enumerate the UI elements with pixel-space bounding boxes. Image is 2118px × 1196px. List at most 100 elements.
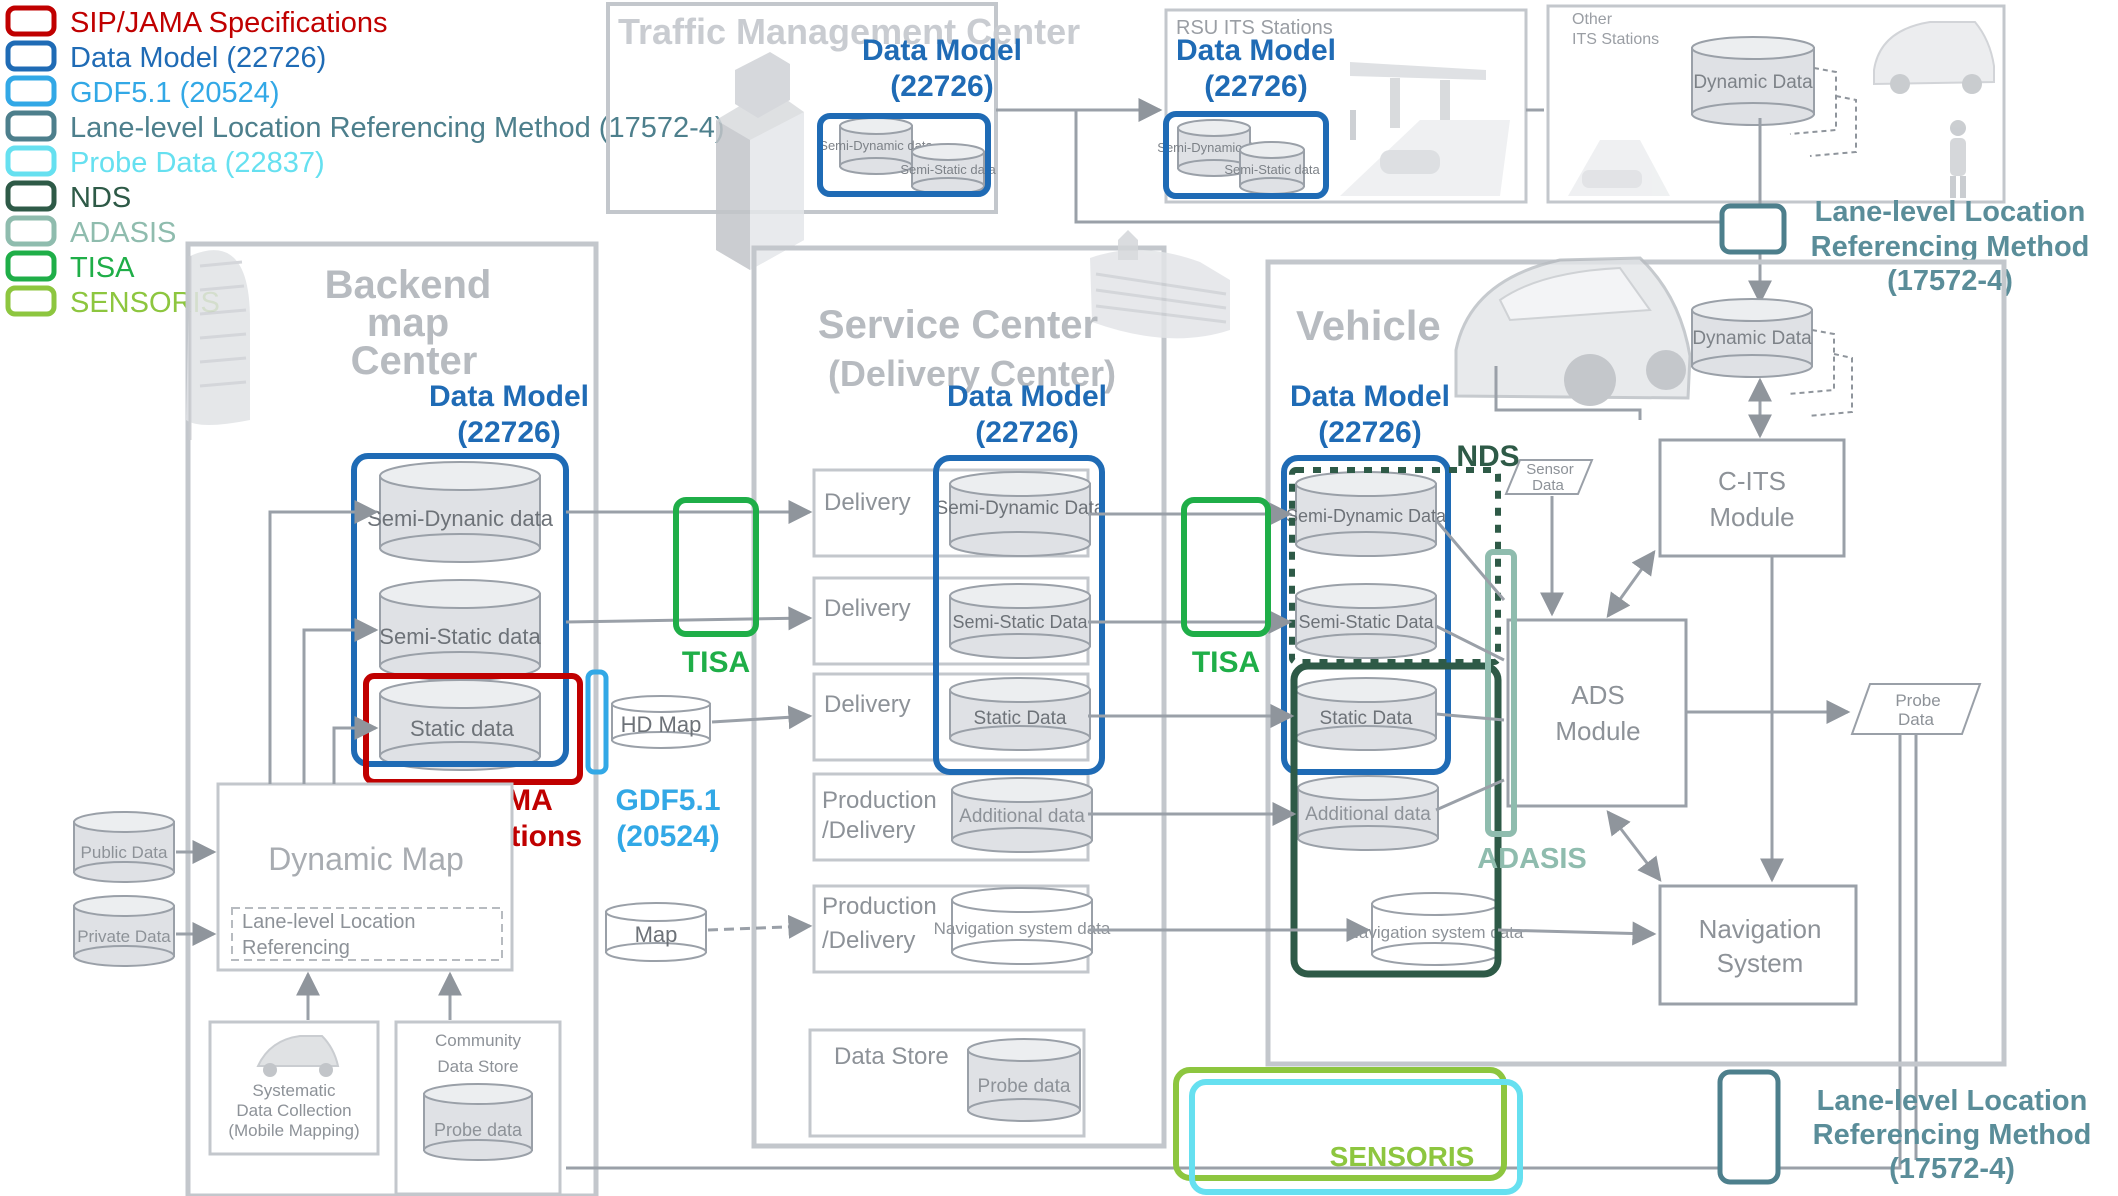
cylinder-navigation: Navigation system data — [1347, 892, 1524, 966]
data-model-number: (22726) — [975, 416, 1078, 449]
cylinder-hd-map: HD Map — [611, 695, 711, 749]
legend-item-sip-jama: SIP/JAMA Specifications — [5, 5, 388, 39]
row-label: /Delivery — [822, 927, 915, 954]
cylinder-label: Dynamic Data — [1692, 328, 1812, 349]
navigation-label: System — [1717, 948, 1804, 978]
ads-label: ADS — [1571, 680, 1624, 710]
cylinder-label: Probe data — [434, 1120, 523, 1140]
row-label: Production — [822, 787, 937, 814]
legend-label: Lane-level Location Referencing Method (… — [70, 112, 725, 144]
sensoris-label: SENSORIS — [1330, 1141, 1475, 1172]
dynamic-map-box — [216, 782, 514, 972]
rsu-title: RSU ITS Stations — [1176, 17, 1333, 39]
navigation-label: Navigation — [1699, 914, 1822, 944]
cylinder-dynamic-data-vehicle: Dynamic Data — [1691, 298, 1853, 417]
vehicle-area: Vehicle Data Model (22726) Semi-Dynamic … — [1265, 256, 2007, 1067]
toll-gate-icon — [1340, 62, 1510, 196]
cylinder-navigation: Navigation system data — [934, 887, 1111, 965]
vehicle-car-icon — [1454, 256, 1692, 406]
legend-label: GDF5.1 (20524) — [70, 77, 280, 109]
cylinder-label: Public Data — [81, 843, 168, 862]
cylinder-semi-dynamic-small: Semi-Dynamic data — [819, 117, 933, 175]
cylinder-label: Semi-Dynanic data — [367, 506, 554, 531]
community-label: Data Store — [437, 1057, 518, 1076]
data-model-title: Data Model — [1176, 34, 1336, 67]
cylinder-label: Semi-Dynamic data — [819, 138, 933, 153]
lane-ref-label: Lane-level Location — [242, 911, 415, 933]
row-label: Production — [822, 893, 937, 920]
data-model-number: (22726) — [457, 416, 560, 449]
cylinder-additional: Additional data — [1297, 775, 1439, 851]
service-center: Service Center (Delivery Center) Data Mo… — [751, 230, 1230, 1149]
cylinder-semi-static-small: Semi-Static data — [1224, 141, 1320, 195]
vehicle-title: Vehicle — [1296, 302, 1441, 349]
community-data-store-box — [394, 1020, 562, 1196]
row-label: /Delivery — [822, 817, 915, 844]
cylinder-static: Static Data — [1295, 677, 1437, 751]
c-its-label: Module — [1709, 502, 1794, 532]
cylinder-label: Static Data — [974, 708, 1067, 729]
tisa-highlight-right: TISA — [1181, 497, 1271, 679]
data-model-title: Data Model — [947, 380, 1107, 413]
adasis-label: ADASIS — [1477, 843, 1587, 875]
adasis-highlight-box — [1485, 549, 1517, 837]
row-label: Delivery — [824, 595, 911, 622]
systematic-label: Data Collection — [236, 1101, 351, 1120]
row-label: Delivery — [824, 691, 911, 718]
cylinder-semi-static-small: Semi-Static data — [900, 143, 996, 195]
mapping-car-icon — [256, 1035, 340, 1077]
cylinder-label: Semi-Dynamic Data — [936, 498, 1105, 519]
nds-dotted-highlight-box — [1289, 467, 1501, 665]
cylinder-label: Navigation system data — [934, 919, 1111, 938]
legend-label: SIP/JAMA Specifications — [70, 7, 388, 39]
cylinder-label: Semi-Static data — [1224, 162, 1320, 177]
cylinder-label: Semi-Static data — [900, 162, 996, 177]
nds-label: NDS — [1456, 440, 1519, 473]
lane-level-callout-top: Lane-level Location Referencing Method (… — [1719, 196, 2089, 297]
cylinder-label: Additional data — [959, 806, 1085, 827]
cylinder-label: Semi-Static Data — [1298, 612, 1434, 632]
legend-item-gdf: GDF5.1 (20524) — [5, 75, 280, 109]
data-model-title: Data Model — [862, 34, 1022, 67]
data-model-highlight-box — [351, 453, 569, 767]
cylinder-label: Static data — [410, 716, 515, 741]
probe-data-highlight-box — [1189, 1079, 1523, 1195]
lane-level-label-line: Lane-level Location — [1815, 196, 2086, 228]
cylinder-label: Semi-Static data — [379, 624, 541, 649]
legend-item-lane-level: Lane-level Location Referencing Method (… — [5, 110, 725, 144]
cylinder-label: Probe data — [978, 1076, 1071, 1097]
backend-title-line: Backend — [325, 263, 492, 307]
data-model-title: Data Model — [1290, 380, 1450, 413]
tisa-highlight-left: TISA — [673, 497, 759, 679]
service-title-line: Service Center — [818, 303, 1098, 347]
rsu-its-stations: RSU ITS Stations Data Model (22726) Semi… — [1157, 8, 1528, 204]
data-model-title: Data Model — [429, 380, 589, 413]
backend-map-center: Backend map Center Data Model (22726) Se… — [73, 241, 721, 1196]
traffic-management-center: Traffic Management Center Data Model (22… — [606, 2, 1080, 270]
c-its-label: C-ITS — [1718, 466, 1786, 496]
tisa-label: TISA — [1192, 646, 1260, 679]
ads-module-box — [1506, 618, 1688, 808]
cylinder-label: Semi-Dynamic Data — [1286, 506, 1447, 526]
navigation-system-box — [1658, 884, 1858, 1006]
cylinder-additional: Additional data — [951, 777, 1093, 853]
cylinder-label: Dynamic Data — [1693, 72, 1813, 93]
backend-service-connectors — [565, 500, 813, 939]
systematic-collection-box — [208, 1020, 380, 1156]
tisa-label: TISA — [682, 646, 750, 679]
data-model-highlight-box — [817, 113, 991, 197]
lane-level-referencing-box — [231, 907, 503, 961]
legend-label: TISA — [70, 252, 135, 284]
lane-level-label-line: Referencing Method — [1813, 1119, 2092, 1151]
cylinder-semi-dynamic: Semi-Dynamic Data — [1286, 471, 1447, 557]
legend-label: NDS — [70, 182, 131, 214]
service-building-icon — [1090, 230, 1230, 339]
legend-label: Probe Data (22837) — [70, 147, 325, 179]
data-model-highlight-box — [1163, 111, 1329, 199]
cylinder-semi-dynamic: Semi-Dynanic data — [367, 461, 554, 563]
community-label: Community — [435, 1031, 521, 1050]
